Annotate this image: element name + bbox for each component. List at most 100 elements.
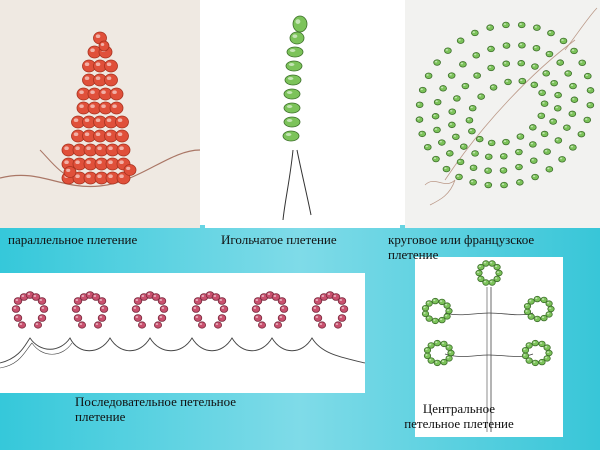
pink-bead bbox=[73, 314, 83, 322]
green-bead-highlight bbox=[525, 310, 528, 312]
green-bead-highlight bbox=[532, 175, 536, 178]
pink-bead-highlight bbox=[193, 306, 197, 309]
red-bead-highlight bbox=[119, 174, 124, 178]
green-bead-highlight bbox=[427, 316, 430, 319]
pink-bead-highlight bbox=[133, 306, 137, 309]
green-bead-highlight bbox=[570, 112, 573, 114]
green-bead-highlight bbox=[439, 318, 443, 321]
pink-bead-highlight bbox=[213, 294, 217, 297]
green-bead bbox=[440, 358, 448, 366]
green-bead bbox=[502, 138, 510, 146]
pink-bead bbox=[153, 321, 162, 329]
green-bead-highlight bbox=[470, 180, 474, 183]
red-bead-highlight bbox=[86, 160, 91, 164]
pink-bead-highlight bbox=[87, 292, 91, 295]
caption-parallel: параллельное плетение bbox=[8, 232, 138, 247]
green-bead-highlight bbox=[557, 60, 561, 63]
green-bead-highlight bbox=[530, 142, 534, 145]
green-bead-highlight bbox=[417, 117, 420, 120]
pink-bead bbox=[97, 314, 107, 322]
pink-bead bbox=[337, 314, 347, 322]
red-bead-highlight bbox=[97, 146, 102, 150]
green-bead-highlight bbox=[420, 88, 423, 91]
green-bead bbox=[445, 307, 453, 315]
pink-bead-highlight bbox=[333, 294, 337, 297]
pink-bead bbox=[193, 314, 203, 322]
green-bead bbox=[523, 308, 532, 316]
red-bead-highlight bbox=[108, 174, 113, 178]
green-bead-highlight bbox=[505, 80, 509, 82]
green-bead bbox=[499, 153, 508, 160]
red-bead-highlight bbox=[106, 62, 112, 66]
green-bead-highlight bbox=[485, 169, 489, 171]
red-bead-highlight bbox=[64, 146, 69, 150]
green-bead-highlight bbox=[533, 341, 536, 344]
green-bead bbox=[499, 167, 508, 174]
pink-bead-highlight bbox=[335, 323, 339, 325]
pink-bead-highlight bbox=[75, 315, 79, 318]
pink-bead-highlight bbox=[255, 298, 259, 301]
green-bead-highlight bbox=[504, 62, 507, 64]
red-bead-highlight bbox=[117, 132, 123, 136]
green-bead bbox=[489, 84, 498, 91]
green-bead bbox=[549, 118, 557, 125]
green-bead-highlight bbox=[547, 52, 550, 55]
pink-bead-highlight bbox=[135, 298, 139, 301]
green-bead-highlight bbox=[555, 93, 559, 96]
pink-bead bbox=[337, 297, 347, 305]
green-bead-highlight bbox=[435, 341, 438, 344]
green-bead bbox=[439, 85, 447, 92]
green-bead bbox=[289, 31, 305, 45]
green-bead bbox=[563, 124, 571, 131]
pink-bead-highlight bbox=[195, 298, 199, 301]
green-bead bbox=[586, 101, 595, 109]
green-bead bbox=[468, 127, 476, 135]
green-bead-highlight bbox=[458, 39, 461, 41]
red-bead-highlight bbox=[95, 62, 101, 66]
red-bead-highlight bbox=[73, 118, 79, 122]
green-bead bbox=[442, 165, 451, 173]
pink-bead-highlight bbox=[39, 298, 43, 301]
green-bead-highlight bbox=[527, 343, 530, 346]
pink-bead-highlight bbox=[341, 306, 345, 309]
green-bead bbox=[569, 82, 577, 90]
red-bead bbox=[98, 40, 110, 52]
green-bead bbox=[477, 275, 485, 283]
green-bead-highlight bbox=[477, 137, 480, 140]
green-bead bbox=[431, 297, 439, 305]
green-bead-highlight bbox=[427, 301, 430, 304]
pink-bead-highlight bbox=[93, 294, 97, 297]
red-bead bbox=[104, 73, 118, 87]
green-bead bbox=[283, 116, 301, 128]
pink-bead-highlight bbox=[101, 306, 105, 309]
green-bead-highlight bbox=[585, 74, 588, 77]
green-bead-highlight bbox=[561, 39, 564, 41]
green-bead bbox=[532, 44, 541, 52]
green-bead-highlight bbox=[425, 348, 428, 351]
green-bead-highlight bbox=[503, 140, 507, 143]
pink-bead-highlight bbox=[219, 298, 223, 301]
red-bead-highlight bbox=[95, 76, 101, 80]
green-bead-highlight bbox=[454, 96, 458, 99]
green-bead bbox=[433, 339, 441, 347]
green-bead-highlight bbox=[559, 157, 563, 160]
red-bead-highlight bbox=[119, 146, 124, 150]
green-bead-highlight bbox=[483, 280, 487, 283]
green-bead bbox=[517, 60, 526, 67]
green-bead-highlight bbox=[433, 114, 436, 117]
green-bead-highlight bbox=[534, 46, 537, 49]
green-bead-highlight bbox=[501, 183, 505, 186]
pink-bead bbox=[97, 297, 107, 305]
green-bead-highlight bbox=[487, 25, 491, 28]
green-bead-highlight bbox=[588, 103, 591, 106]
pink-bead-highlight bbox=[319, 323, 323, 325]
green-bead-highlight bbox=[285, 133, 292, 136]
green-bead bbox=[543, 344, 551, 351]
green-bead bbox=[487, 139, 496, 147]
green-bead bbox=[568, 110, 577, 118]
pink-bead-highlight bbox=[39, 315, 43, 318]
red-bead bbox=[109, 101, 124, 115]
red-bead-highlight bbox=[86, 174, 91, 178]
green-bead bbox=[456, 37, 465, 44]
green-bead-highlight bbox=[519, 23, 522, 25]
